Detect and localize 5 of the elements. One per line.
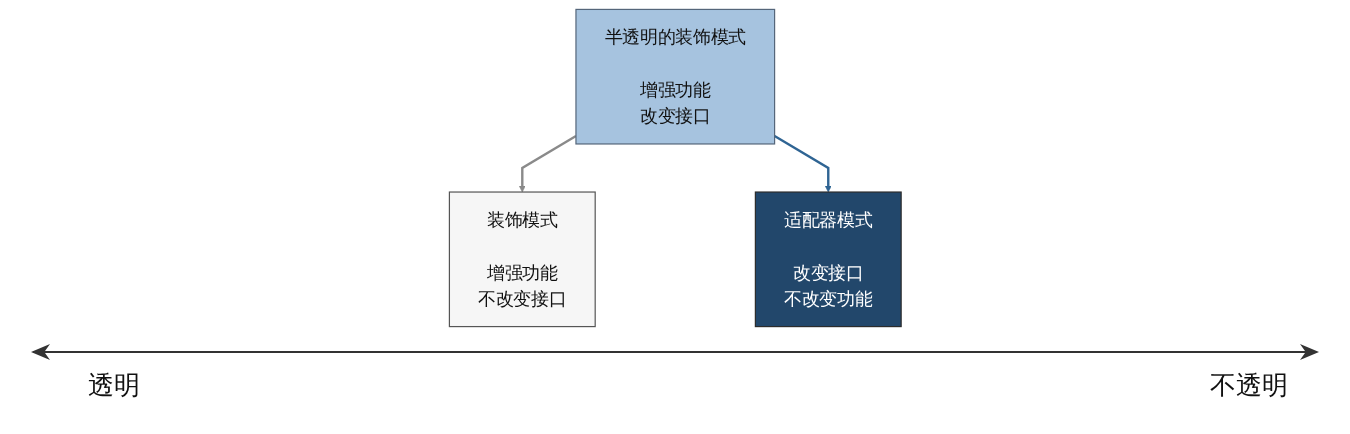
- axis-label: 透明: [88, 369, 140, 402]
- node-box: 适配器模式 改变接口 不改变功能: [754, 191, 902, 328]
- axis-label: 不透明: [1210, 369, 1288, 402]
- node-box: 半透明的装饰模式 增强功能 改变接口: [575, 8, 775, 145]
- node-box: 装饰模式 增强功能 不改变接口: [448, 191, 596, 328]
